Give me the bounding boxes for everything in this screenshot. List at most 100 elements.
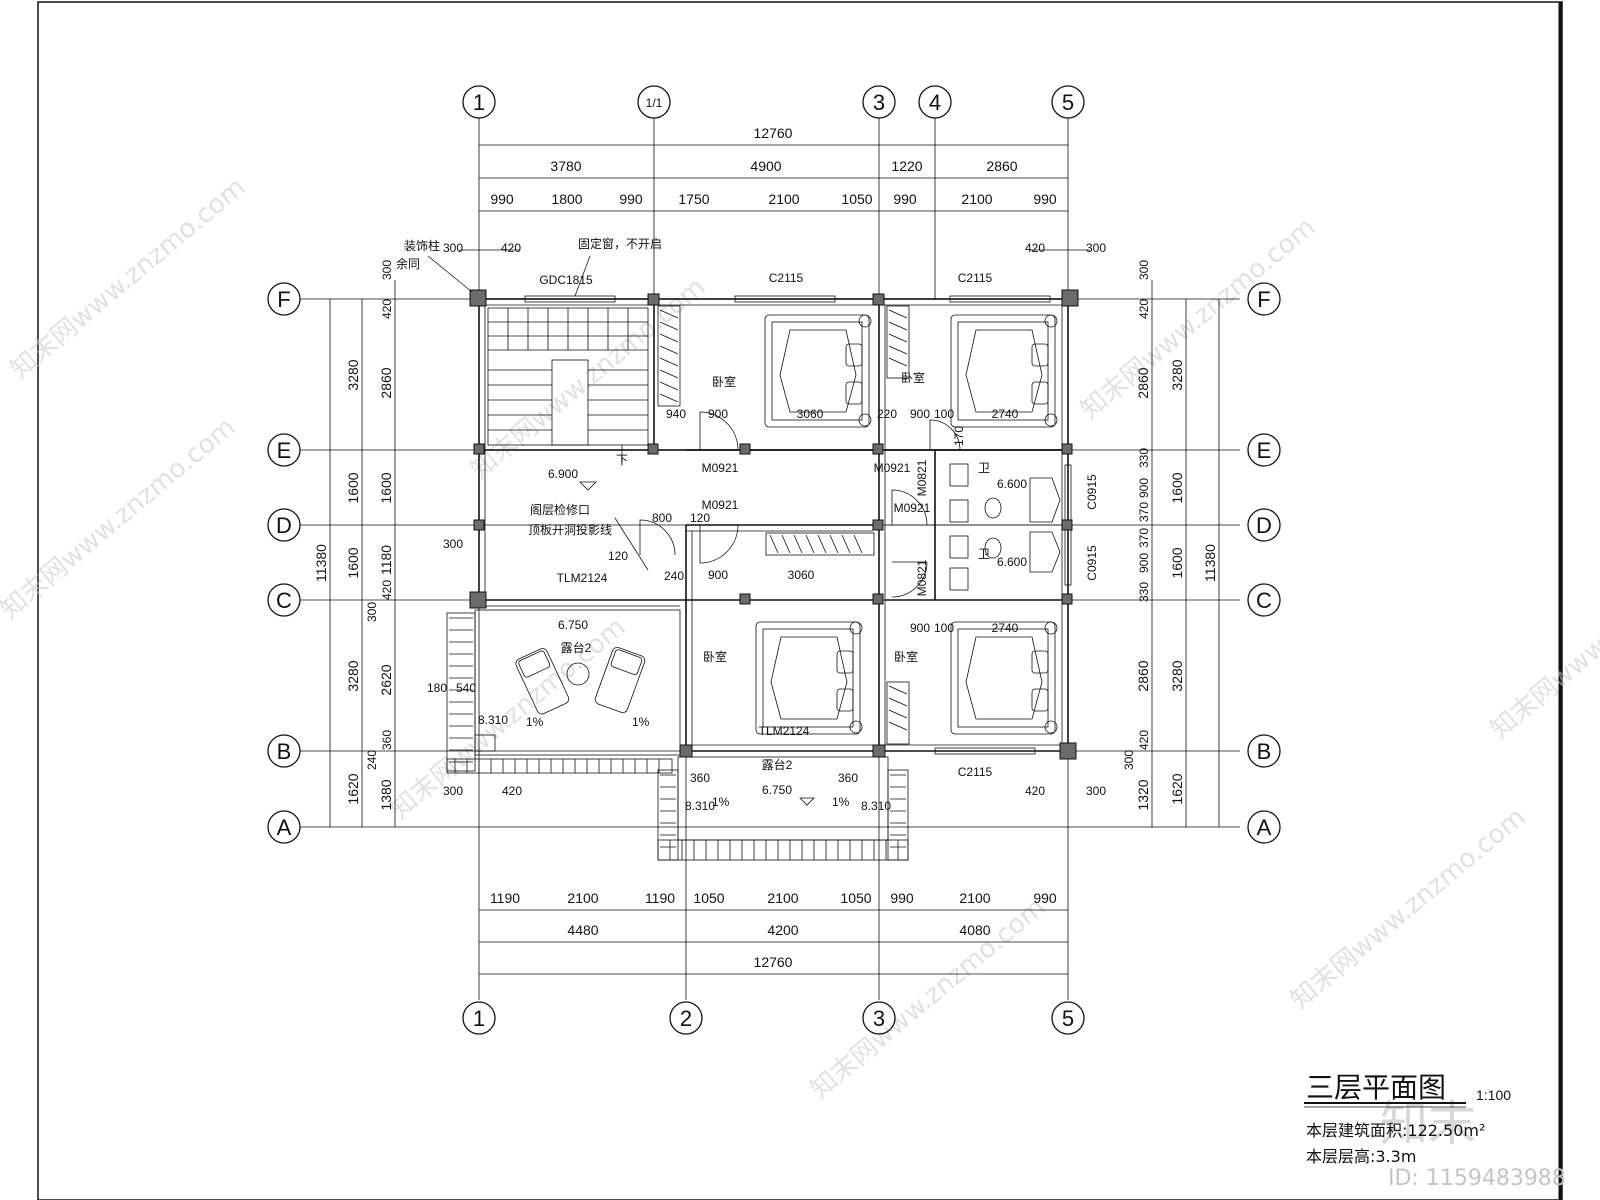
window-label: C2115	[769, 271, 804, 285]
elevation-roof: 8.310	[685, 799, 715, 813]
axis-label-bottom: 1	[473, 1006, 485, 1031]
dim-right-outer: 1600	[1169, 472, 1185, 503]
inner-dim: 3060	[788, 568, 815, 582]
dim-bottom-row1: 1050	[840, 890, 871, 906]
column	[739, 443, 751, 455]
note-hatch: 阁层检修口	[530, 502, 590, 517]
axis-label-right: C	[1256, 588, 1272, 613]
column	[469, 591, 487, 609]
watermark-logo: 知末	[1380, 1096, 1476, 1152]
doors	[639, 411, 961, 598]
room-label-bath: 卫	[978, 547, 990, 561]
axis-label-top: 3	[873, 90, 885, 115]
elevation-roof: 8.310	[478, 713, 508, 727]
note-fixed-window: 固定窗，不开启	[578, 236, 662, 251]
dim-right-inner: 2860	[1135, 660, 1151, 691]
dim-right-inner: 300	[1137, 260, 1151, 280]
watermark-id: ID: 1159483988	[1388, 1166, 1566, 1191]
dim-right-inner: 2860	[1135, 367, 1151, 398]
room-label-terrace: 露台2	[762, 757, 793, 772]
elevation-roof: 8.310	[861, 799, 891, 813]
inner-dim: 360	[838, 771, 858, 785]
dim-top-total: 12760	[754, 125, 793, 141]
room-label-bedroom: 卧室	[901, 370, 925, 385]
column	[872, 593, 884, 605]
inner-dimensions: 900 3060 2740 940 220 900 100 900 3060 2…	[427, 407, 1106, 798]
axis-label-top: 4	[929, 90, 941, 115]
dim-left-inner: 360	[380, 730, 394, 750]
watermark-text: 知末网www.znzmo.com	[805, 892, 1051, 1105]
dim-top-row3: 1800	[551, 191, 582, 207]
dim-right-inner: 420	[1137, 730, 1151, 750]
inner-dim: 170	[952, 426, 966, 446]
axis-label-top: 5	[1062, 90, 1074, 115]
dim-top-row3: 990	[490, 191, 514, 207]
watermark-text: 知末网www.znzmo.com	[1075, 212, 1321, 425]
dim-left-inner: 2860	[378, 367, 394, 398]
title-block: 三层平面图 1:100 本层建筑面积:122.50m² 本层层高:3.3m	[1304, 1071, 1511, 1166]
door-label: M0921	[702, 461, 739, 475]
column	[739, 593, 751, 605]
bed	[764, 314, 872, 428]
column	[1061, 443, 1073, 455]
column	[679, 744, 693, 758]
dim-right-outer: 3280	[1169, 359, 1185, 390]
dim-bottom-total: 12760	[754, 954, 793, 970]
dim-bottom-row1: 1050	[693, 890, 724, 906]
axis-bubbles-bottom: 1 2 3 5	[462, 1001, 1085, 1035]
dim-top-row2: 4900	[750, 158, 781, 174]
dim-right-inner: 300	[1122, 750, 1136, 770]
left-dimensions: 11380 3280 1600 1600 3280 1620 300 420 2…	[313, 260, 396, 827]
axis-label-bottom: 2	[680, 1006, 692, 1031]
stair-down-label: 下	[616, 453, 628, 467]
door-label: M0921	[894, 501, 931, 515]
axis-label-left: E	[277, 438, 292, 463]
inner-dim: 300	[443, 784, 463, 798]
right-dimensions: 11380 3280 1600 1600 3280 1620 300 420 2…	[1122, 260, 1220, 827]
door-label: M0921	[702, 498, 739, 512]
axis-label-right: F	[1257, 287, 1270, 312]
elevation-bath: 6.600	[997, 555, 1027, 569]
dim-right-inner: 370	[1137, 528, 1151, 548]
dim-bottom-row2: 4080	[959, 922, 990, 938]
axis-label-top: 1/1	[646, 96, 663, 110]
bathroom-fixtures	[949, 463, 1061, 591]
dim-bottom-row1: 990	[1033, 890, 1057, 906]
door-label: M0921	[874, 461, 911, 475]
bed	[950, 621, 1058, 735]
axis-label-left: D	[276, 513, 292, 538]
axis-label-right: E	[1257, 438, 1272, 463]
column	[1061, 289, 1079, 307]
terrace-left	[446, 609, 681, 774]
inner-dim: 420	[1025, 784, 1045, 798]
room-labels: 卧室 卧室 卧室 卧室 卫 卫 露台2 露台2 装饰柱 余同 固定窗，不开启 阁…	[396, 236, 990, 772]
dim-bottom-row1: 2100	[959, 890, 990, 906]
bed	[755, 621, 863, 735]
dim-bottom-row1: 2100	[567, 890, 598, 906]
note-decor-column: 装饰柱	[404, 238, 440, 253]
area-note: 本层建筑面积:122.50m²	[1306, 1121, 1485, 1140]
slope-label: 1%	[526, 715, 544, 729]
bed	[950, 314, 1058, 428]
window-label: C0915	[1085, 545, 1099, 581]
terrace-bottom	[657, 756, 909, 861]
window-label: C2115	[958, 271, 993, 285]
axis-label-left: A	[277, 815, 292, 840]
inner-dim: 3060	[797, 407, 824, 421]
dim-bottom-row2: 4480	[567, 922, 598, 938]
note-same: 余同	[396, 256, 420, 271]
drawing-scale: 1:100	[1476, 1087, 1511, 1103]
column	[1061, 593, 1073, 605]
dim-left-outer: 3280	[345, 660, 361, 691]
room-label-bath: 卫	[978, 461, 990, 475]
column	[1061, 519, 1073, 531]
axis-label-right: D	[1256, 513, 1272, 538]
dim-bottom-row1: 1190	[645, 890, 675, 906]
slope-label: 1%	[832, 795, 850, 809]
inner-dim: 360	[690, 771, 710, 785]
dim-top-row2: 3780	[550, 158, 581, 174]
watermark-layer: 知末网www.znzmo.com 知末网www.znzmo.com 知末网www…	[0, 172, 1600, 1191]
axis-label-bottom: 5	[1062, 1006, 1074, 1031]
column	[872, 744, 886, 758]
